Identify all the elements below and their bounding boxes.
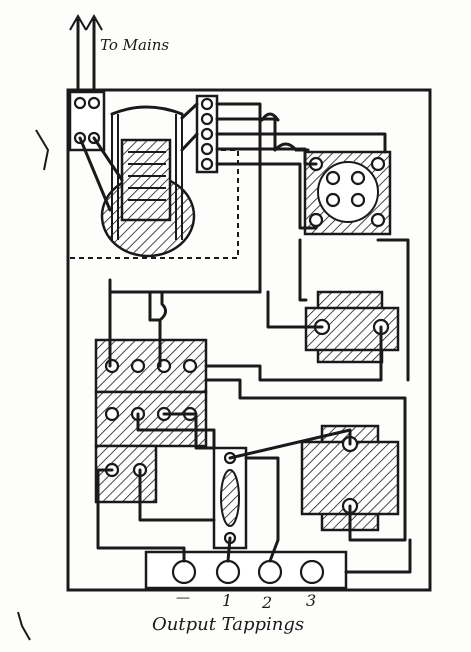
valve-holder — [303, 150, 392, 236]
tap-3-label: 3 — [306, 591, 316, 610]
barretter-holder — [212, 446, 248, 550]
stray-mark-left — [35, 129, 50, 171]
capacitor-block — [94, 338, 208, 504]
baseboard — [66, 88, 432, 592]
dashed-screen — [70, 149, 239, 259]
mains-transformer — [100, 105, 196, 258]
tap-minus-label: — — [176, 590, 190, 606]
output-terminal-strip — [144, 550, 348, 590]
wiring — [96, 102, 412, 574]
output-tappings-label: Output Tappings — [152, 614, 304, 635]
primary-wires — [78, 102, 199, 212]
tap-1-label: 1 — [222, 591, 232, 610]
transformer-terminal-strip — [195, 94, 219, 174]
mains-arrows — [69, 13, 103, 97]
to-mains-label: To Mains — [100, 36, 169, 54]
mains-terminal-block — [68, 90, 106, 152]
choke-component — [300, 424, 400, 532]
stray-mark-bottom — [17, 611, 31, 641]
tap-2-label: 2 — [261, 593, 272, 612]
